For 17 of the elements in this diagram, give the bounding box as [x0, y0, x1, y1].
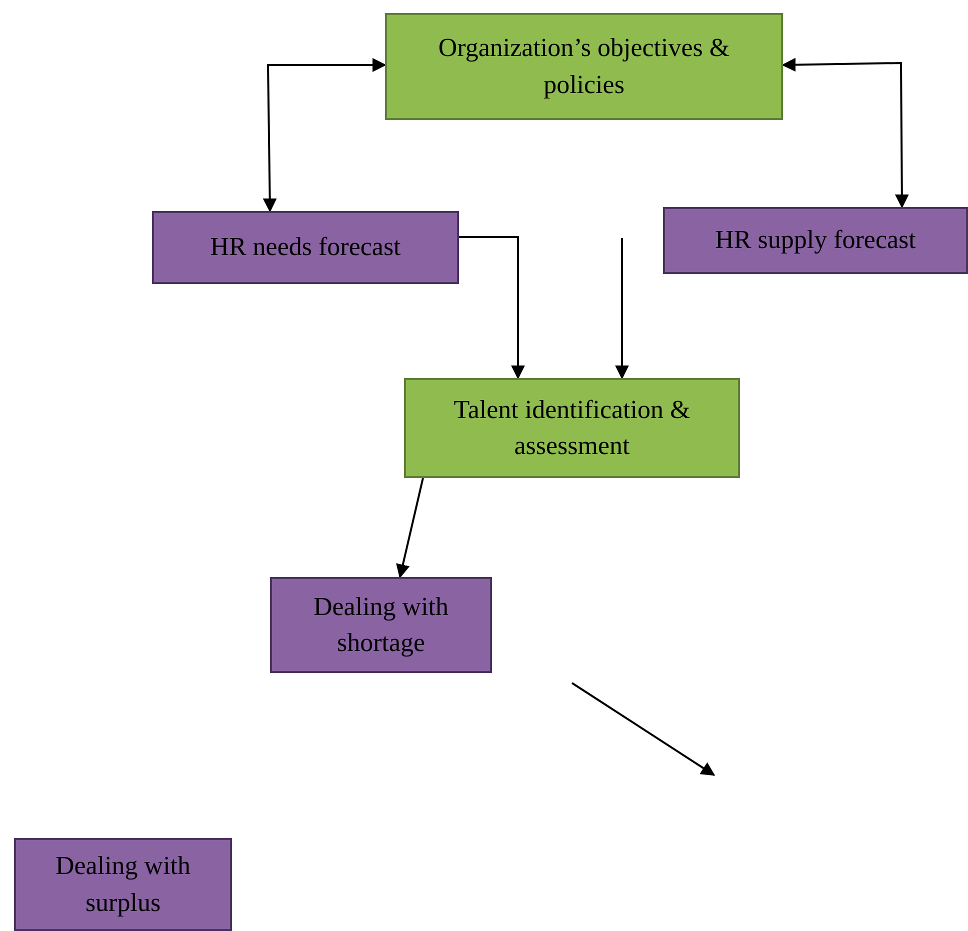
box-label: Dealing with shortage [312, 590, 450, 659]
box-label: HR needs forecast [210, 231, 401, 264]
process-box [14, 838, 232, 931]
box-label: Dealing with surplus [54, 850, 192, 918]
process-box [404, 378, 740, 478]
box-label: Organization’s objectives & policies [437, 32, 731, 100]
arrow [396, 478, 424, 578]
process-box [663, 207, 968, 274]
arrow [615, 238, 629, 380]
arrow [782, 58, 909, 208]
process-box [385, 13, 783, 120]
box-label: Talent identification & assessment [452, 394, 692, 462]
arrow [459, 236, 525, 380]
process-box [270, 577, 492, 673]
box-label: HR supply forecast [715, 224, 916, 256]
arrow [262, 58, 386, 212]
process-box [152, 211, 459, 284]
